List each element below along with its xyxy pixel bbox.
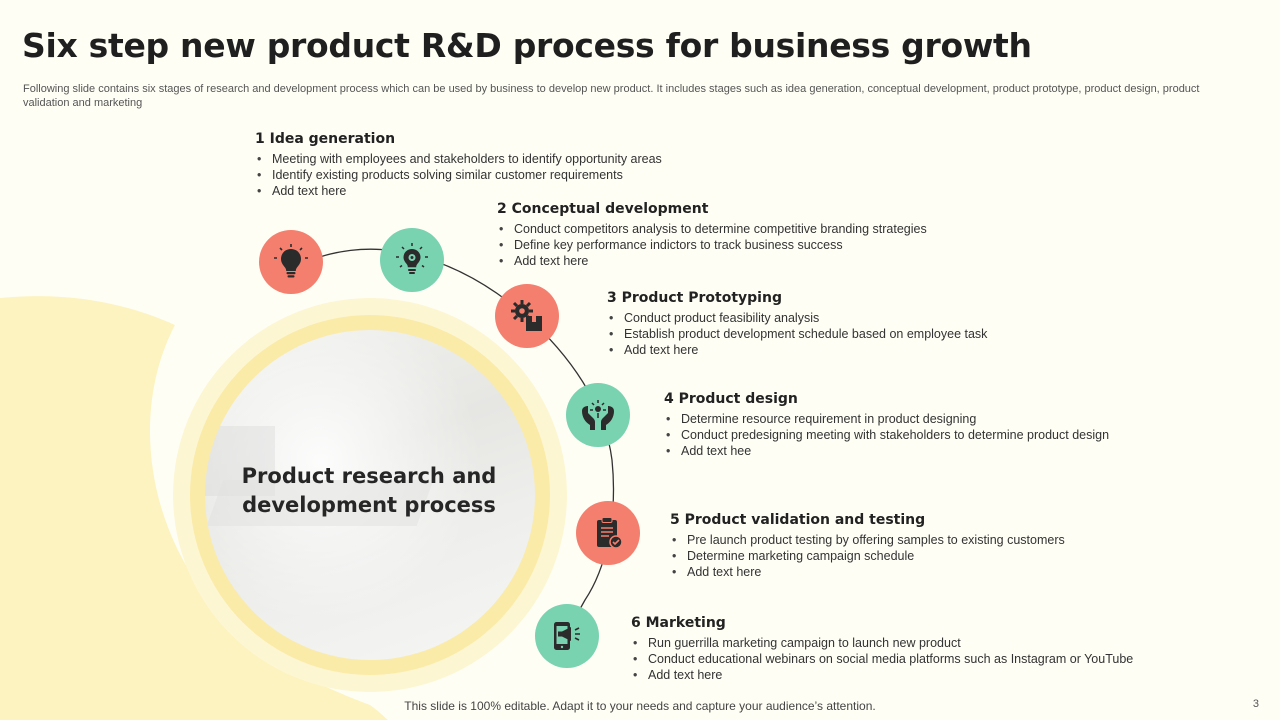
step-3-icon-circle [495, 284, 559, 348]
list-item: Establish product development schedule b… [607, 326, 987, 342]
step-5-icon-circle [576, 501, 640, 565]
center-label: Product research and development process [241, 464, 497, 517]
step-4-block: 4 Product design Determine resource requ… [664, 391, 1109, 459]
step-6-icon-circle [535, 604, 599, 668]
step-6-block: 6 Marketing Run guerrilla marketing camp… [631, 615, 1133, 683]
hands-idea-icon [582, 400, 614, 430]
step-3-block: 3 Product Prototyping Conduct product fe… [607, 290, 987, 358]
list-item: Pre launch product testing by offering s… [670, 532, 1065, 548]
page-number: 3 [1252, 698, 1259, 710]
list-item: Conduct predesigning meeting with stakeh… [664, 427, 1109, 443]
step-2-icon-circle [380, 228, 444, 292]
page-subtitle: Following slide contains six stages of r… [23, 83, 1200, 109]
step-2-bullets: Conduct competitors analysis to determin… [497, 221, 927, 269]
step-1-bullets: Meeting with employees and stakeholders … [255, 151, 662, 199]
clipboard-check-icon [597, 517, 623, 549]
list-item: Meeting with employees and stakeholders … [255, 151, 662, 167]
lightbulb-icon [274, 244, 308, 278]
product-research-photo [205, 330, 535, 660]
list-item: Add text here [631, 667, 1133, 683]
step-6-heading: 6 Marketing [631, 615, 726, 631]
step-5-block: 5 Product validation and testing Pre lau… [670, 512, 1065, 580]
step-5-heading: 5 Product validation and testing [670, 512, 926, 528]
step-4-icon-circle [566, 383, 630, 447]
step-1-icon-circle [259, 230, 323, 294]
step-1-block: 1 Idea generation Meeting with employees… [255, 131, 662, 199]
step-1-heading: 1 Idea generation [255, 131, 396, 147]
list-item: Run guerrilla marketing campaign to laun… [631, 635, 1133, 651]
list-item: Define key performance indictors to trac… [497, 237, 927, 253]
list-item: Determine marketing campaign schedule [670, 548, 1065, 564]
list-item: Conduct product feasibility analysis [607, 310, 987, 326]
list-item: Determine resource requirement in produc… [664, 411, 1109, 427]
step-2-block: 2 Conceptual development Conduct competi… [497, 201, 927, 269]
footer-note: This slide is 100% editable. Adapt it to… [404, 699, 876, 713]
list-item: Identify existing products solving simil… [255, 167, 662, 183]
list-item: Conduct competitors analysis to determin… [497, 221, 927, 237]
list-item: Add text here [255, 183, 662, 199]
step-3-heading: 3 Product Prototyping [607, 290, 782, 306]
page-title: Six step new product R&D process for bus… [22, 26, 1032, 65]
list-item: Add text here [607, 342, 987, 358]
list-item: Add text here [670, 564, 1065, 580]
step-5-bullets: Pre launch product testing by offering s… [670, 532, 1065, 580]
list-item: Add text here [497, 253, 927, 269]
step-6-bullets: Run guerrilla marketing campaign to laun… [631, 635, 1133, 683]
step-4-bullets: Determine resource requirement in produc… [664, 411, 1109, 459]
phone-megaphone-icon [554, 622, 580, 650]
step-3-bullets: Conduct product feasibility analysis Est… [607, 310, 987, 358]
list-item: Add text hee [664, 443, 1109, 459]
list-item: Conduct educational webinars on social m… [631, 651, 1133, 667]
step-2-heading: 2 Conceptual development [497, 201, 709, 217]
idea-gear-icon [396, 243, 428, 274]
step-4-heading: 4 Product design [664, 391, 798, 407]
gear-box-icon [511, 300, 542, 331]
